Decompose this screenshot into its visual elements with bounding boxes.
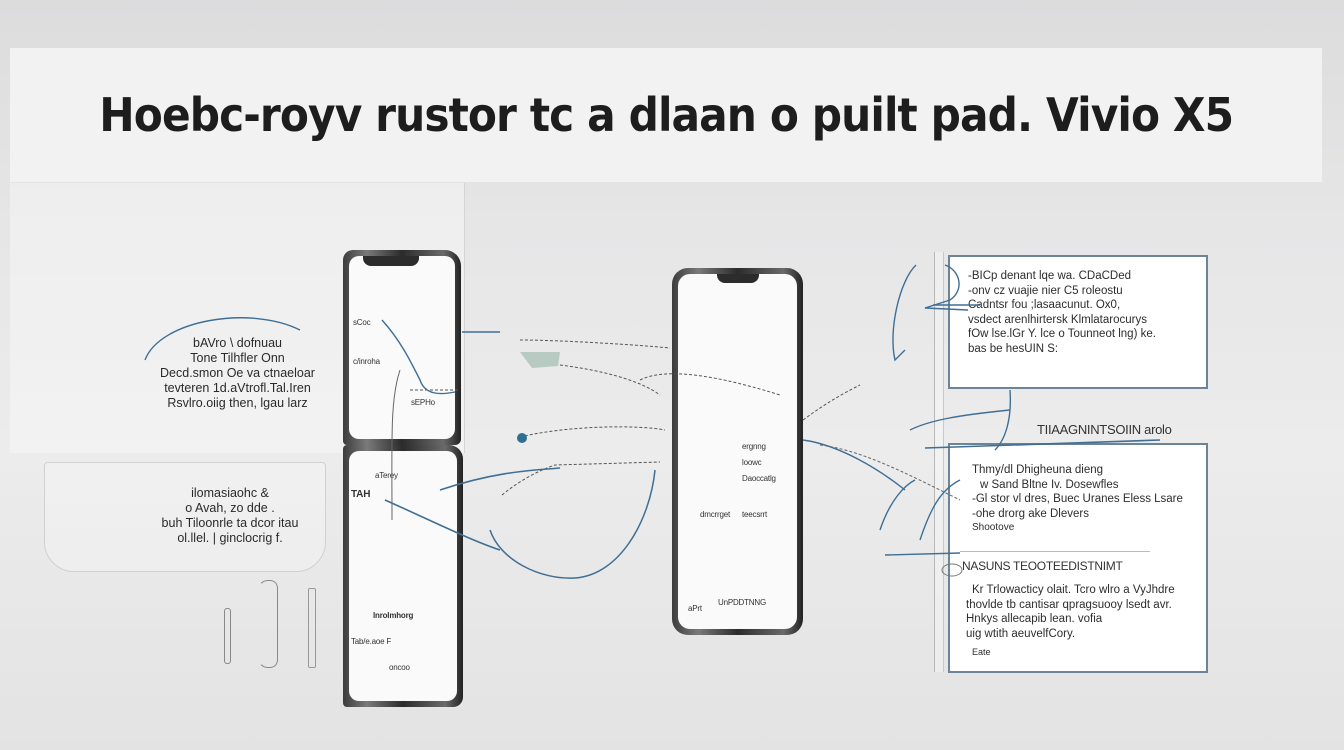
device-sketch-side <box>258 580 278 668</box>
device-sketch-edge <box>308 588 316 668</box>
screen-label: aTerey <box>375 471 398 480</box>
screen-label: loowc <box>742 458 762 467</box>
card-line: Shootove <box>972 522 1015 533</box>
info-card-bottom: Thmy/dl Dhigheuna dieng w Sand Bltne Iv.… <box>948 443 1208 673</box>
note-line: buh Tiloonrle ta dcor itau <box>161 516 299 530</box>
card-line: -BICp denant lqe wa. CDaCDed <box>968 270 1131 282</box>
screen-label: aPrt <box>688 604 702 613</box>
screen-label: Daoccatlg <box>742 474 776 483</box>
card-body-bottom: Kr Trlowacticy olait. Tcro wlro a VyJhdr… <box>966 583 1175 660</box>
phone-notch <box>716 274 759 283</box>
phone-screen: sCoc c/inroha sEPHo <box>349 256 455 439</box>
note-line: Decd.smon Oe va ctnaeloar <box>160 366 315 380</box>
card-divider <box>960 551 1150 552</box>
screen-label: Tab/e.aoe F <box>351 637 392 646</box>
card-line: -onv cz vuajie nier C5 roleostu <box>968 284 1123 297</box>
phone-center: ergnng loowc Daoccatlg dmcrrget teecsrrt… <box>672 268 803 635</box>
screen-label: TAH <box>351 489 371 500</box>
card-line: w Sand Bltne Iv. Dosewfles <box>980 478 1119 491</box>
card-body-middle: Thmy/dl Dhigheuna dieng w Sand Bltne Iv.… <box>972 463 1183 536</box>
screen-label: sCoc <box>353 318 371 327</box>
card-line: -Gl stor vl dres, Buec Uranes Eless Lsar… <box>972 493 1183 505</box>
screen-label: c/inroha <box>353 357 380 366</box>
screen-label: dmcrrget <box>700 510 730 519</box>
card-line: uig wtith aeuvelfCory. <box>966 627 1076 640</box>
card-line: Thmy/dl Dhigheuna dieng <box>972 464 1104 476</box>
card-line: vsdect arenlhirtersk Klmlatarocurys <box>968 313 1147 326</box>
note-line: ilomasiaohc & <box>191 486 269 500</box>
note-line: tevteren 1d.aVtrofl.Tal.Iren <box>164 381 311 395</box>
right-rail <box>934 252 944 672</box>
note-line: ol.llel. | ginclocrig f. <box>177 531 283 545</box>
phone-screen: ergnng loowc Daoccatlg dmcrrget teecsrrt… <box>678 274 797 629</box>
card-line: thovlde tb cantisar qpragsuooy lsedt avr… <box>966 598 1172 611</box>
left-note-upper: bAVro \ dofnuau Tone Tilhfler Onn Decd.s… <box>145 336 330 411</box>
phone-left-bottom: aTerey TAH lnrolmhorg Tab/e.aoe F oncoo <box>343 445 463 707</box>
note-line: Tone Tilhfler Onn <box>190 351 285 365</box>
info-card-top: -BICp denant lqe wa. CDaCDed -onv cz vua… <box>948 255 1208 389</box>
card-bottom-heading: NASUNS TEOOTEEDISTNIMT <box>962 559 1123 573</box>
card-line: fOw lse.lGr Y. lce o Tounneot lng) ke. <box>968 328 1156 340</box>
left-note-lower: ilomasiaohc & o Avah, zo dde . buh Tiloo… <box>145 486 315 546</box>
card-line: -ohe drorg ake Dlevers <box>972 507 1089 520</box>
screen-label: sEPHo <box>411 398 435 407</box>
card-line: Eate <box>972 647 991 657</box>
card-body: -BICp denant lqe wa. CDaCDed -onv cz vua… <box>968 269 1156 356</box>
card-line: Kr Trlowacticy olait. Tcro wlro a VyJhdr… <box>972 584 1175 596</box>
screen-label: teecsrrt <box>742 510 768 519</box>
card-line: bas be hesUIN S: <box>968 342 1059 355</box>
phone-screen: aTerey TAH lnrolmhorg Tab/e.aoe F oncoo <box>349 451 457 701</box>
title-banner: Hoebc-royv rustor tc a dlaan o puilt pad… <box>10 48 1322 182</box>
lower-left-panel-backdrop <box>44 462 326 572</box>
note-line: Rsvlro.oiig then, lgau larz <box>167 396 308 410</box>
note-line: bAVro \ dofnuau <box>193 336 282 350</box>
card-line: Hnkys allecapib lean. vofia <box>966 613 1103 625</box>
card-middle-heading: TIIAAGNINTSOIIN arolo <box>1037 422 1172 437</box>
diagram-title: Hoebc-royv rustor tc a dlaan o puilt pad… <box>99 88 1234 142</box>
device-sketch-pen <box>224 608 231 664</box>
phone-left-top: sCoc c/inroha sEPHo <box>343 250 461 445</box>
screen-label: UnPDDTNNG <box>718 598 766 607</box>
phone-notch <box>363 256 420 266</box>
card-line: Cadntsr fou ;lasaacunut. Ox0, <box>968 299 1121 311</box>
screen-label: lnrolmhorg <box>373 611 414 620</box>
note-line: o Avah, zo dde . <box>185 501 275 515</box>
screen-label: oncoo <box>389 663 410 672</box>
screen-label: ergnng <box>742 442 766 451</box>
